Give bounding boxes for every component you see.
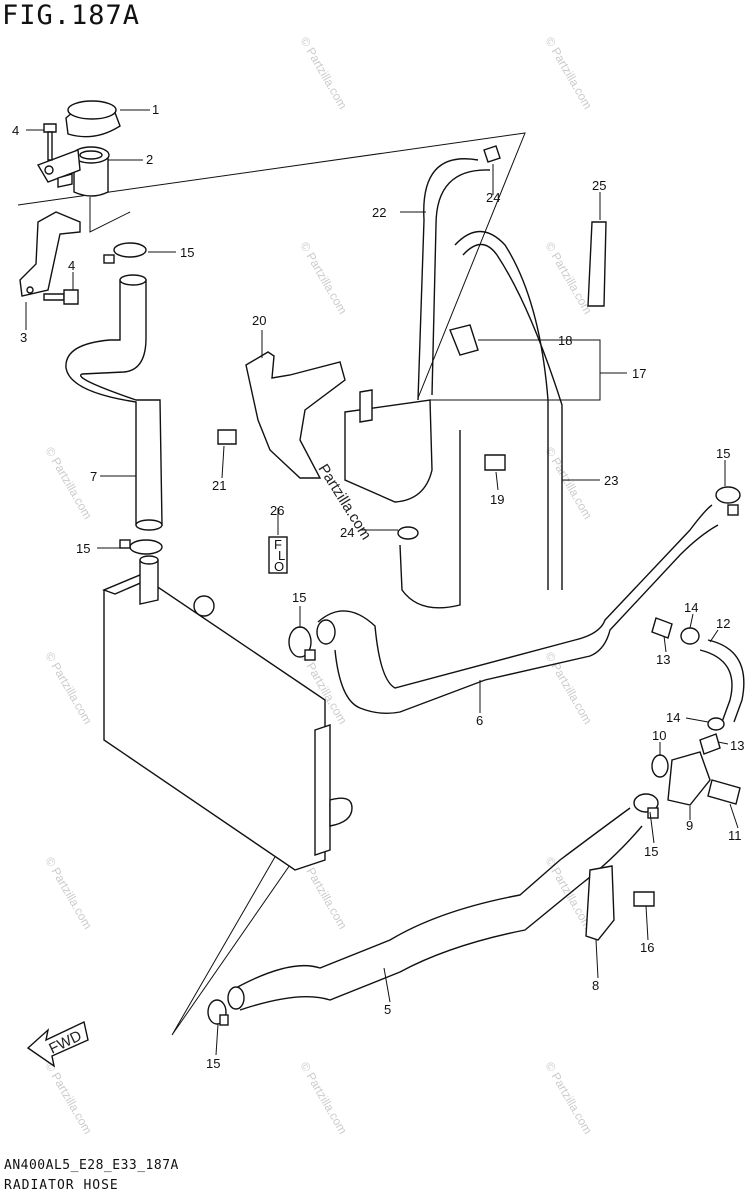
filler-neck[interactable] bbox=[36, 146, 110, 197]
callout-7: 7 bbox=[90, 469, 97, 484]
reservoir-cap[interactable] bbox=[449, 324, 479, 356]
callout-26: 26 bbox=[270, 503, 284, 518]
clamp-top[interactable] bbox=[103, 242, 147, 264]
callout-24-lower: 24 bbox=[340, 525, 354, 540]
o-ring[interactable] bbox=[651, 754, 669, 778]
callout-17: 17 bbox=[632, 366, 646, 381]
diagram-code: AN400AL5_E28_E33_187A bbox=[4, 1158, 179, 1173]
callout-15-hose6-outlet: 15 bbox=[716, 446, 730, 461]
radiator-cap[interactable] bbox=[65, 100, 121, 138]
hose-radiator-to-pump[interactable] bbox=[316, 504, 719, 715]
clamp-hose6-inlet[interactable] bbox=[288, 626, 316, 661]
callout-18: 18 bbox=[558, 333, 572, 348]
callout-23: 23 bbox=[604, 473, 618, 488]
watermark: © Partzilla.com bbox=[297, 240, 350, 317]
bolt-lower[interactable] bbox=[43, 289, 79, 305]
clamp-14-lower[interactable] bbox=[707, 717, 725, 731]
level-label-letter: L bbox=[278, 548, 285, 563]
callout-20: 20 bbox=[252, 313, 266, 328]
callout-4-upper: 4 bbox=[12, 123, 19, 138]
callout-14-upper: 14 bbox=[684, 600, 698, 615]
callout-9: 9 bbox=[686, 818, 693, 833]
level-label[interactable] bbox=[268, 536, 288, 574]
level-label-letter: O bbox=[274, 559, 284, 574]
hose-upper-radiator[interactable] bbox=[65, 274, 163, 531]
figure-title: FIG.187A bbox=[2, 0, 141, 31]
callout-13-upper: 13 bbox=[656, 652, 670, 667]
bolt-11[interactable] bbox=[707, 779, 741, 805]
reservoir-tank[interactable] bbox=[344, 389, 433, 503]
clamp-lower-radiator[interactable] bbox=[207, 999, 229, 1026]
clip-lower[interactable] bbox=[397, 526, 419, 540]
fitting-13-upper[interactable] bbox=[651, 617, 673, 639]
clip-upper[interactable] bbox=[483, 145, 501, 163]
overflow-hose[interactable] bbox=[417, 158, 491, 401]
callout-16: 16 bbox=[640, 940, 654, 955]
bolt-upper[interactable] bbox=[43, 123, 57, 161]
watermark: © Partzilla.com bbox=[542, 1060, 595, 1137]
watermark: © Partzilla.com bbox=[542, 35, 595, 112]
callout-24-upper: 24 bbox=[486, 190, 500, 205]
callout-13-lower: 13 bbox=[730, 738, 744, 753]
guide-lines bbox=[17, 132, 526, 1036]
clamp-hose6-outlet[interactable] bbox=[715, 486, 741, 516]
callout-15-lower-radiator: 15 bbox=[206, 1056, 220, 1071]
watermark: © Partzilla.com bbox=[42, 650, 95, 727]
reservoir-bracket[interactable] bbox=[245, 351, 346, 479]
callout-21: 21 bbox=[212, 478, 226, 493]
fitting-13-lower[interactable] bbox=[699, 733, 721, 755]
hose-clamp-bracket[interactable] bbox=[585, 865, 615, 941]
water-pipe[interactable] bbox=[667, 751, 711, 806]
callout-22: 22 bbox=[372, 205, 386, 220]
callout-15-radiator: 15 bbox=[76, 541, 90, 556]
clamp-upper-radiator[interactable] bbox=[119, 539, 163, 555]
breather-hose[interactable] bbox=[399, 230, 563, 609]
callout-5: 5 bbox=[384, 1002, 391, 1017]
callout-12: 12 bbox=[716, 616, 730, 631]
radiator[interactable] bbox=[102, 555, 353, 871]
callout-1: 1 bbox=[152, 102, 159, 117]
callout-11: 11 bbox=[728, 828, 742, 843]
watermark: © Partzilla.com bbox=[542, 445, 595, 522]
bolt-21[interactable] bbox=[217, 429, 237, 445]
watermark: © Partzilla.com bbox=[42, 1060, 95, 1137]
callout-14-lower: 14 bbox=[666, 710, 680, 725]
forward-arrow: FWD bbox=[26, 1020, 89, 1068]
callout-15-top: 15 bbox=[180, 245, 194, 260]
diagram-title: RADIATOR HOSE bbox=[4, 1178, 119, 1193]
hose-lower-radiator[interactable] bbox=[227, 807, 643, 1011]
callout-25: 25 bbox=[592, 178, 606, 193]
hose-strap[interactable] bbox=[587, 221, 607, 307]
bracket[interactable] bbox=[19, 211, 81, 297]
level-label-letter: F bbox=[274, 537, 282, 552]
watermark: © Partzilla.com bbox=[42, 445, 95, 522]
watermark: © Partzilla.com bbox=[42, 855, 95, 932]
callout-19: 19 bbox=[490, 492, 504, 507]
watermark: © Partzilla.com bbox=[297, 35, 350, 112]
callout-15-pump: 15 bbox=[644, 844, 658, 859]
clamp-14-upper[interactable] bbox=[680, 627, 700, 645]
callout-4-lower: 4 bbox=[68, 258, 75, 273]
callout-3: 3 bbox=[20, 330, 27, 345]
leader-lines bbox=[25, 109, 739, 1056]
bypass-hose[interactable] bbox=[699, 639, 745, 723]
watermark: © Partzilla.com bbox=[297, 1060, 350, 1137]
bolt-19[interactable] bbox=[484, 454, 506, 471]
callout-2: 2 bbox=[146, 152, 153, 167]
callout-15-hose6-inlet: 15 bbox=[292, 590, 306, 605]
callout-8: 8 bbox=[592, 978, 599, 993]
watermark: © Partzilla.com bbox=[542, 240, 595, 317]
callout-6: 6 bbox=[476, 713, 483, 728]
callout-10: 10 bbox=[652, 728, 666, 743]
bolt-16[interactable] bbox=[633, 891, 655, 907]
clamp-pump[interactable] bbox=[633, 793, 659, 819]
callouts: 1 2 4 4 3 15 7 15 21 20 22 24 25 18 17 1… bbox=[12, 102, 744, 1071]
